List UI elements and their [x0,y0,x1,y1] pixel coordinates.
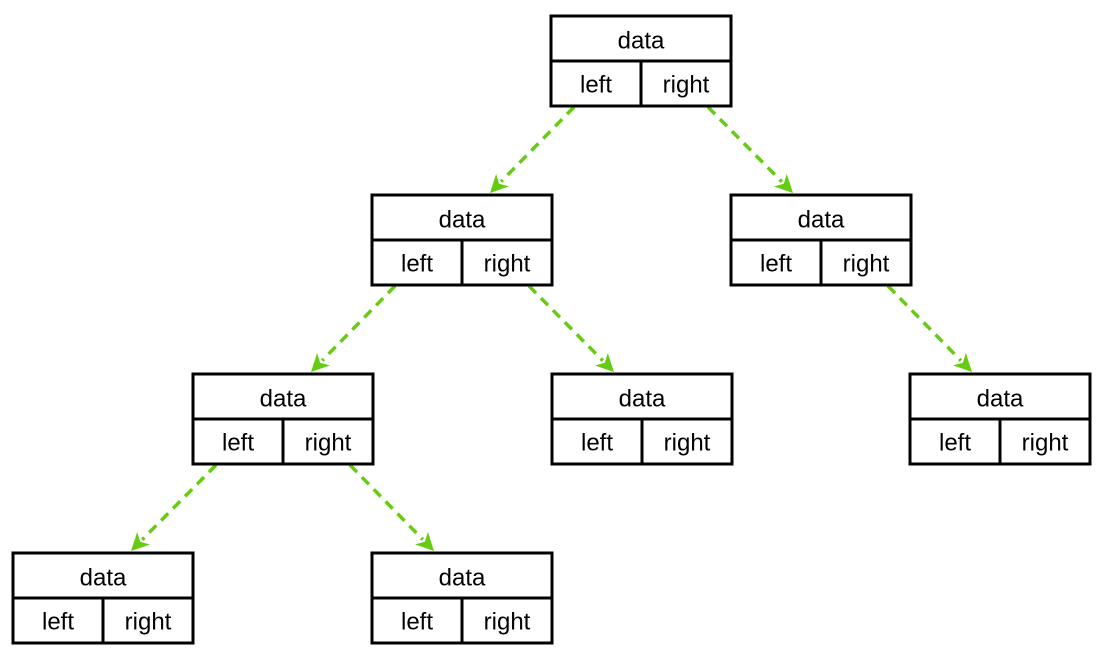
node-data-label: data [80,564,127,591]
edge-dashed-line [499,105,576,183]
node-right-label: right [125,608,172,635]
node-left-label: left [760,250,792,277]
node-right-label: right [664,429,711,456]
arrowhead-icon [311,352,331,372]
node-left-label: left [42,608,74,635]
edge-dashed-line [886,284,963,362]
node-left-label: left [222,429,254,456]
arrowhead-icon [594,352,614,372]
edge-arrow [131,463,218,551]
node-left-label: left [401,250,433,277]
node-left-label: left [939,429,971,456]
arrowhead-icon [414,531,434,551]
edge-dashed-line [527,284,604,362]
arrowhead-icon [773,173,793,193]
edge-arrow [490,105,576,193]
node-right-label: right [843,250,890,277]
node-data-label: data [439,564,486,591]
edges-layer [131,105,972,551]
edge-arrow [706,105,793,193]
edge-arrow [311,284,397,372]
node-left-label: left [581,429,613,456]
node-data-label: data [619,385,666,412]
arrowhead-icon [952,352,972,372]
node-data-label: data [618,27,665,54]
node-left-label: left [580,71,612,98]
edge-dashed-line [141,463,218,541]
node-data-label: data [260,385,307,412]
node-right-label: right [663,71,710,98]
edge-dashed-line [706,105,783,183]
node-data-label: data [977,385,1024,412]
node-right-label: right [484,250,531,277]
edge-dashed-line [320,284,397,362]
arrowhead-icon [131,531,151,551]
edge-arrow [348,463,434,551]
edge-arrow [886,284,972,372]
node-right-label: right [305,429,352,456]
edge-arrow [527,284,614,372]
node-data-label: data [798,206,845,233]
arrowhead-icon [490,173,510,193]
node-left-label: left [401,608,433,635]
node-right-label: right [1022,429,1069,456]
node-data-label: data [439,206,486,233]
edge-dashed-line [348,463,425,541]
node-right-label: right [484,608,531,635]
